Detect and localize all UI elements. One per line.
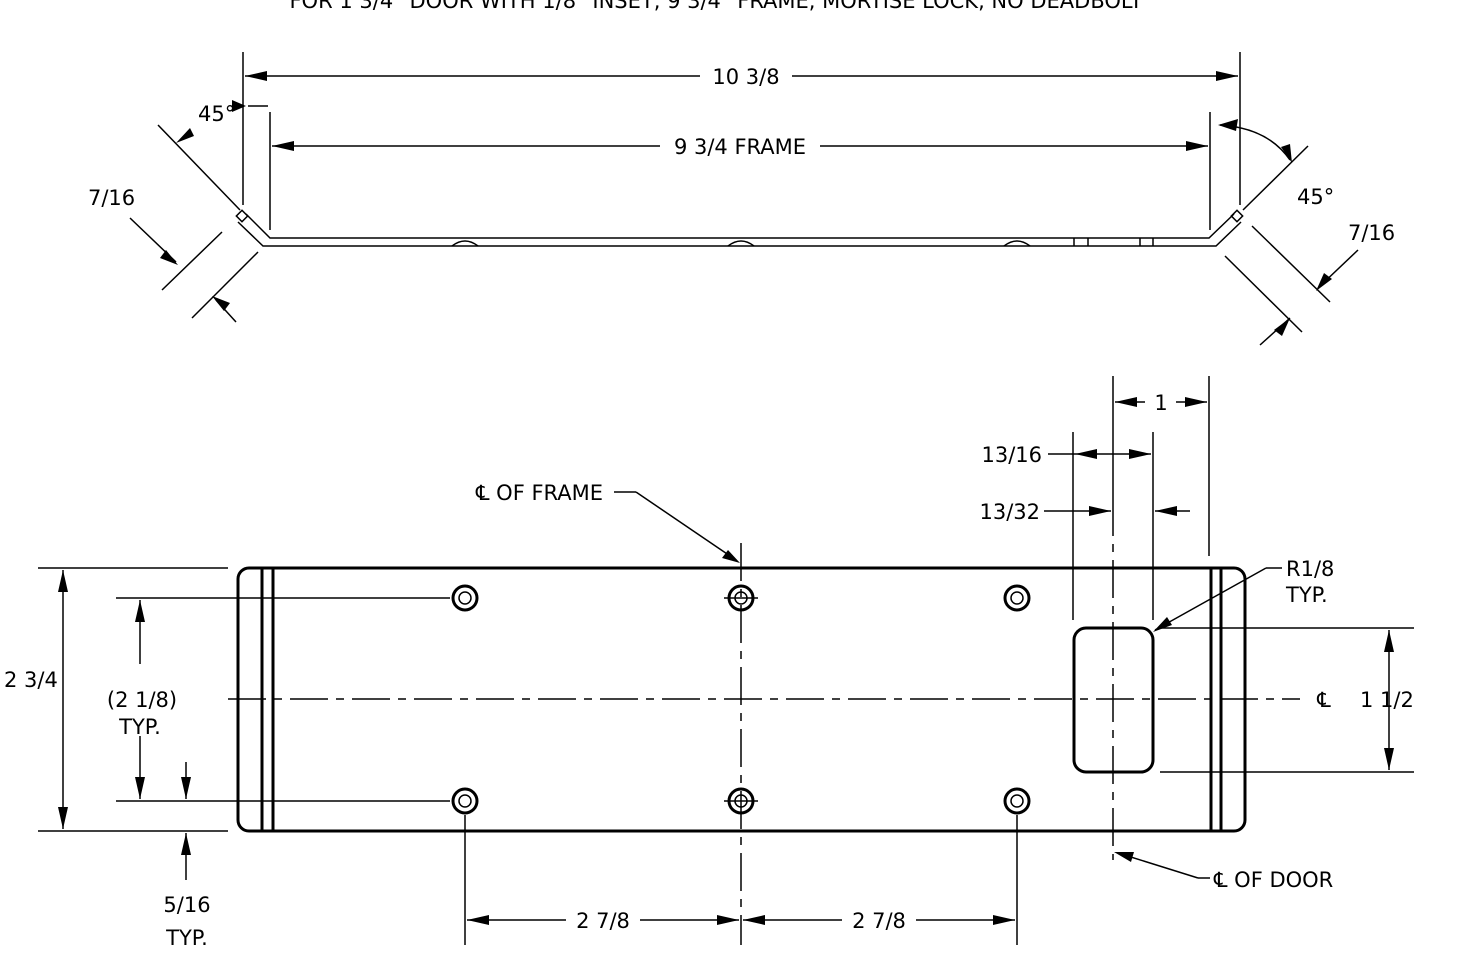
flange-ext-right [1251, 225, 1331, 303]
screw-hole [724, 584, 758, 612]
flange-left: 7/16 [88, 186, 135, 210]
centerline-door-label: ℄ OF DOOR [1213, 868, 1333, 892]
radius-typ: TYP. [1285, 583, 1328, 607]
hole-bump [727, 240, 755, 247]
frame-leader [635, 491, 737, 561]
arrowhead [58, 570, 68, 592]
arrowhead [1218, 119, 1238, 131]
arrowhead [232, 100, 246, 112]
angle-right: 45° [1297, 185, 1334, 209]
flange-ext-right [1224, 255, 1303, 333]
arrowhead [181, 833, 191, 855]
hole-pitch-right: 2 7/8 [852, 909, 906, 933]
arrowhead [467, 915, 489, 925]
overall-height: 2 3/4 [4, 668, 58, 692]
hole-spacing-typ: TYP. [118, 715, 161, 739]
hole-pitch-left: 2 7/8 [576, 909, 630, 933]
arrowhead [1115, 397, 1137, 407]
screw-hole [451, 787, 479, 815]
cutout-height: 1 1/2 [1360, 688, 1414, 712]
plan-view: ℄ OF FRAME ℄ OF DOOR 1 13/16 13/32 R1/8 [4, 376, 1414, 950]
angle-arc-right [1219, 124, 1291, 161]
drawing-title: FOR 1 3/4" DOOR WITH 1/8" INSET, 9 3/4" … [289, 0, 1142, 13]
hole-spacing: (2 1/8) [107, 688, 177, 712]
arrowhead [176, 128, 194, 143]
arrowhead [181, 777, 191, 799]
hole-bump [451, 240, 479, 247]
flange-ext-left [191, 251, 259, 319]
flange-right: 7/16 [1348, 221, 1395, 245]
arrowhead [212, 296, 230, 311]
arrowhead [245, 71, 267, 81]
screw-hole [1003, 584, 1031, 612]
arrowhead [1185, 397, 1207, 407]
dim-overall-width: 10 3/8 [712, 65, 779, 89]
flange-end-left [235, 209, 249, 223]
arrowhead [135, 777, 145, 799]
hole-bump [1003, 240, 1031, 247]
plate-profile-inner [245, 213, 1235, 239]
arrowhead [1384, 630, 1394, 652]
dim-13-16: 13/16 [981, 443, 1042, 467]
arrowhead [1274, 318, 1290, 336]
arrowhead [1186, 141, 1208, 151]
screw-hole [724, 787, 758, 815]
arrowhead [1114, 852, 1134, 862]
dim-1: 1 [1154, 391, 1167, 415]
arrowhead [1153, 617, 1172, 632]
screw-hole [451, 584, 479, 612]
arrowhead [1216, 71, 1238, 81]
arrowhead [1155, 506, 1177, 516]
edge-offset: 5/16 [163, 893, 210, 917]
dim-13-32: 13/32 [979, 500, 1040, 524]
flange-end-right [1230, 209, 1244, 223]
arrowhead [993, 915, 1015, 925]
arrowhead [717, 915, 739, 925]
edge-offset-typ: TYP. [165, 926, 208, 950]
centerline-frame-label: ℄ OF FRAME [475, 481, 603, 505]
arrowhead [1089, 506, 1111, 516]
arrowhead [1316, 273, 1332, 291]
arrowhead [1281, 144, 1292, 163]
arrowhead [1384, 748, 1394, 770]
arrowhead [160, 250, 178, 265]
radius-label: R1/8 [1286, 557, 1334, 581]
arrowhead [743, 915, 765, 925]
angle-leader-left [157, 124, 241, 211]
dim-frame-width: 9 3/4 FRAME [674, 135, 806, 159]
centerline-symbol: ℄ [1316, 688, 1331, 712]
flange-ext-left [161, 231, 223, 291]
top-view: 10 3/8 9 3/4 FRAME 45° 45° 7/16 [88, 52, 1395, 346]
arrowhead [1129, 449, 1151, 459]
arrowhead [1075, 449, 1097, 459]
arrowhead [272, 141, 294, 151]
plate-profile-outer [237, 221, 1242, 247]
radius-leader [1154, 567, 1267, 631]
arrowhead [58, 807, 68, 829]
screw-hole [1003, 787, 1031, 815]
angle-left: 45° [198, 102, 235, 126]
arrowhead [135, 600, 145, 622]
angle-leader-right [1242, 145, 1309, 211]
arrowhead [722, 550, 740, 563]
